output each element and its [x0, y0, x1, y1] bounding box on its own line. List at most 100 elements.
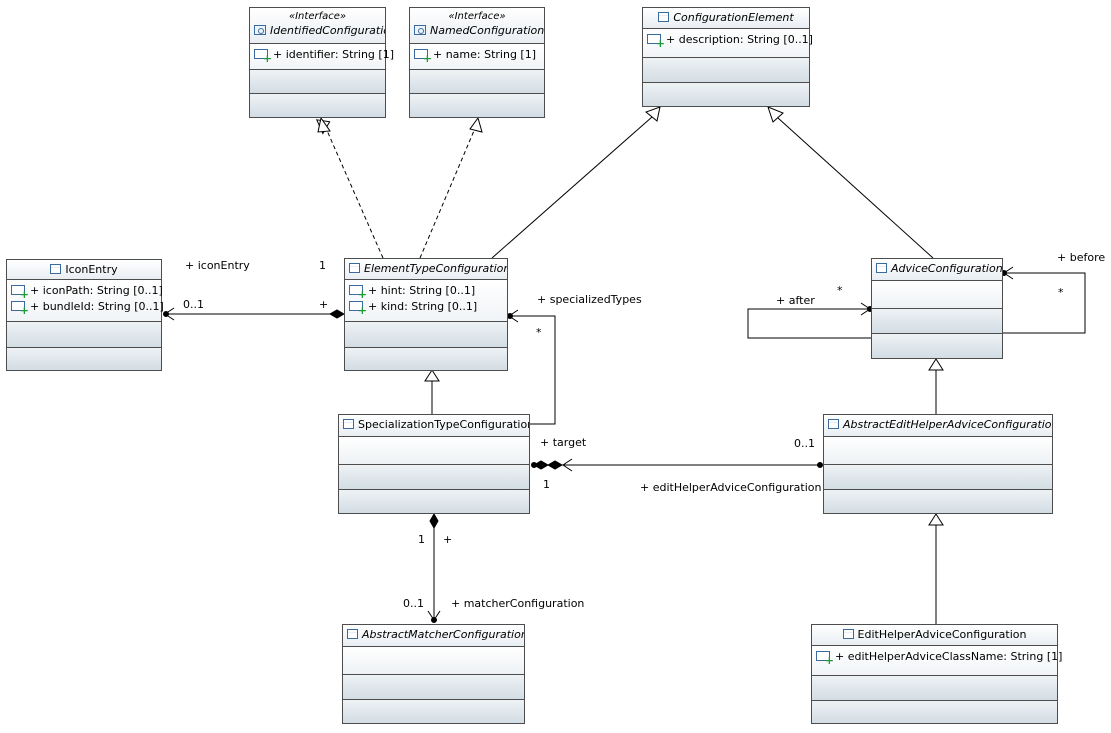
attribute-text: + hint: String [0..1] — [368, 284, 476, 297]
stereotype-label: «Interface» — [288, 11, 347, 22]
class-edit-helper-advice-configuration[interactable]: EditHelperAdviceConfiguration + editHelp… — [811, 624, 1062, 724]
attribute-compartment — [872, 281, 1002, 309]
generalization-elementtype — [491, 116, 653, 259]
interface-icon — [414, 25, 426, 35]
class-specialization-type-configuration[interactable]: SpecializationTypeConfiguration — [338, 414, 530, 514]
operation-compartment — [824, 465, 1052, 490]
realization-named-head — [469, 116, 483, 133]
operation-compartment — [872, 309, 1002, 334]
class-name: IdentifiedConfiguration — [270, 24, 385, 37]
class-element-type-configuration[interactable]: ElementTypeConfiguration + hint: String … — [344, 258, 508, 371]
nested-compartment — [872, 334, 1002, 358]
attribute-compartment — [339, 437, 529, 465]
role-label-edit-helper: + editHelperAdviceConfiguration — [640, 481, 822, 494]
association-before — [1001, 266, 1086, 334]
multiplicity-edit-helper: 0..1 — [794, 437, 815, 450]
class-abstract-edit-helper-advice-configuration[interactable]: AbstractEditHelperAdviceConfiguration — [823, 414, 1053, 514]
role-label-matcher: + matcherConfiguration — [451, 597, 585, 610]
operation-compartment — [250, 70, 385, 94]
attribute-compartment — [343, 647, 524, 675]
stereotype-label: «Interface» — [448, 11, 506, 22]
role-label-before: + before — [1057, 251, 1106, 264]
attribute-text: + identifier: String [1] — [273, 48, 394, 61]
attribute-icon — [254, 49, 272, 64]
class-name: IconEntry — [65, 263, 118, 276]
class-header: AbstractEditHelperAdviceConfiguration — [824, 415, 1052, 437]
attribute-row: + name: String [1] — [414, 47, 540, 64]
attribute-icon — [11, 285, 29, 300]
nested-compartment — [345, 348, 507, 370]
class-name: EditHelperAdviceConfiguration — [857, 628, 1027, 641]
class-header: SpecializationTypeConfiguration — [339, 415, 529, 437]
operation-compartment — [812, 676, 1057, 701]
multiplicity-icon-entry-one: 1 — [319, 259, 326, 272]
multiplicity-icon-entry-opt: 0..1 — [183, 298, 204, 311]
class-header: «Interface» IdentifiedConfiguration — [250, 8, 385, 44]
multiplicity-matcher-opt: 0..1 — [403, 597, 424, 610]
class-icon — [50, 264, 62, 274]
class-configuration-element[interactable]: ConfigurationElement + description: Stri… — [642, 7, 813, 107]
role-label-icon-entry: + iconEntry — [185, 259, 250, 272]
class-header: «Interface» NamedConfiguration — [410, 8, 544, 44]
class-icon — [828, 419, 839, 429]
operation-compartment — [345, 322, 507, 348]
role-label-specialized-types: + specializedTypes — [537, 293, 642, 306]
class-header: AdviceConfiguration — [872, 259, 1002, 281]
class-icon — [343, 419, 354, 429]
class-advice-configuration[interactable]: AdviceConfiguration — [871, 258, 1003, 359]
association-after — [747, 302, 873, 339]
class-identified-configuration[interactable]: «Interface» IdentifiedConfiguration + id… — [249, 7, 394, 118]
realization-named — [419, 125, 477, 259]
attribute-text: + editHelperAdviceClassName: String [1] — [835, 650, 1063, 663]
attribute-icon — [11, 301, 29, 316]
multiplicity-before: * — [1058, 286, 1064, 299]
multiplicity-matcher-one: 1 — [418, 533, 425, 546]
nested-compartment — [343, 700, 524, 723]
attribute-text: + name: String [1] — [433, 48, 537, 61]
attribute-row: + identifier: String [1] — [254, 47, 394, 64]
attribute-row: + editHelperAdviceClassName: String [1] — [816, 649, 1062, 666]
operation-compartment — [643, 58, 809, 83]
realization-identified-head — [317, 116, 331, 133]
class-header: EditHelperAdviceConfiguration — [812, 625, 1057, 646]
generalization-advice-head — [767, 106, 784, 123]
attribute-icon — [816, 651, 834, 666]
attribute-compartment: + name: String [1] — [410, 44, 544, 70]
attribute-text: + iconPath: String [0..1] — [30, 284, 163, 297]
generalization-elementtype-head — [644, 106, 661, 122]
attribute-text: + description: String [0..1] — [666, 33, 813, 46]
generalization-abstractedit-head — [928, 358, 944, 371]
role-label-target: + target — [540, 436, 587, 449]
class-named-configuration[interactable]: «Interface» NamedConfiguration + name: S… — [409, 7, 545, 118]
nested-compartment — [7, 348, 161, 370]
attribute-icon — [349, 285, 367, 300]
multiplicity-after: * — [837, 284, 843, 297]
association-icon-entry — [163, 307, 346, 321]
multiplicity-target: 1 — [543, 478, 550, 491]
attribute-compartment: + iconPath: String [0..1] + bundleId: St… — [7, 280, 164, 322]
class-name: ConfigurationElement — [673, 11, 794, 24]
attribute-row: + bundleId: String [0..1] — [11, 299, 164, 316]
operation-compartment — [339, 465, 529, 490]
nested-compartment — [812, 701, 1057, 723]
class-header: ConfigurationElement — [643, 8, 809, 29]
attribute-icon — [647, 34, 665, 49]
attribute-row: + iconPath: String [0..1] — [11, 283, 163, 300]
class-name: AdviceConfiguration — [891, 262, 1002, 275]
generalization-edithelper-head — [928, 513, 944, 526]
nested-compartment — [824, 490, 1052, 513]
role-label-after: + after — [776, 294, 815, 307]
association-target — [531, 458, 823, 472]
interface-icon — [254, 25, 266, 35]
class-icon — [349, 263, 360, 273]
operation-compartment — [410, 70, 544, 94]
class-icon — [658, 12, 670, 22]
nested-compartment — [643, 83, 809, 106]
operation-compartment — [343, 675, 524, 700]
attribute-row: + kind: String [0..1] — [349, 299, 503, 316]
class-icon-entry[interactable]: IconEntry + iconPath: String [0..1] + bu… — [6, 259, 164, 371]
attribute-icon — [414, 49, 432, 64]
class-abstract-matcher-configuration[interactable]: AbstractMatcherConfiguration — [342, 624, 525, 724]
